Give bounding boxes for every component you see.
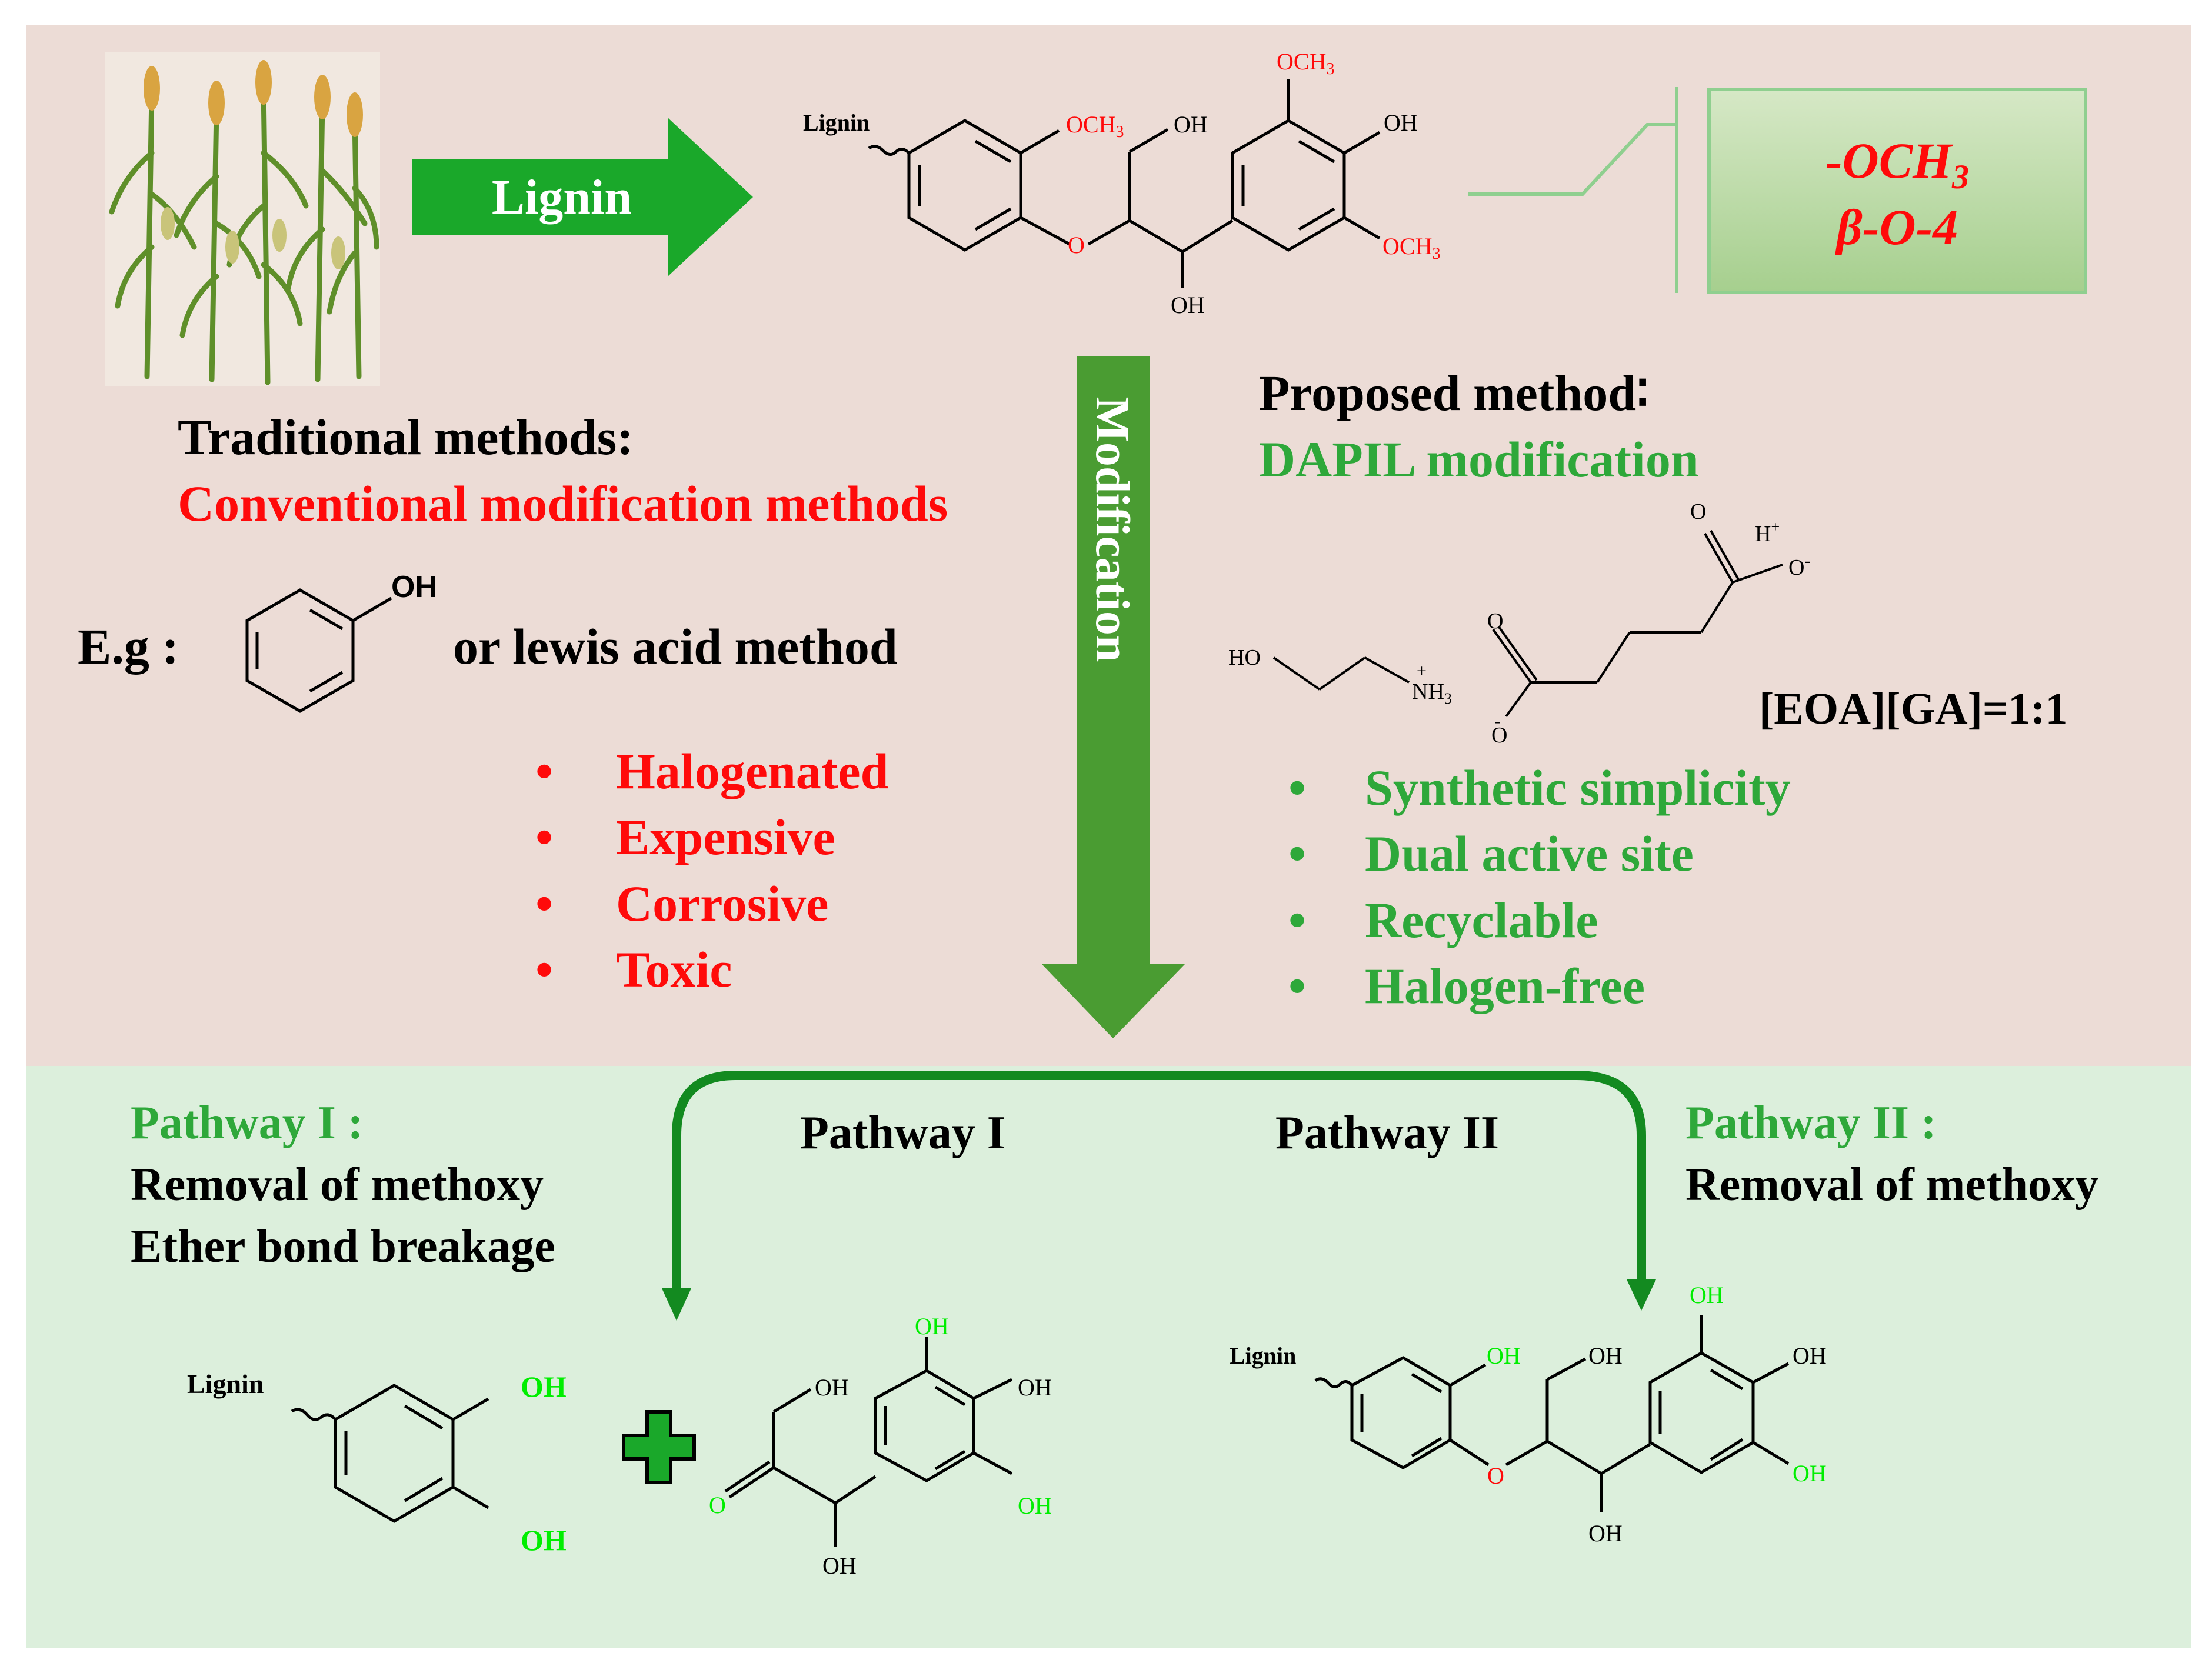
ether-oxygen-label: O [1068, 232, 1085, 258]
bottom-panel [26, 1066, 2191, 1648]
lignin-arrow-label: Lignin [492, 170, 632, 225]
il-h-plus: H+ [1755, 518, 1780, 546]
lignin-label: Lignin [803, 109, 870, 136]
bullet-dot: • [1288, 892, 1306, 948]
hydroxyl-label: OH [1174, 111, 1208, 138]
il-plus: + [1417, 661, 1427, 681]
product2-oh-ring-bottom: OH [1018, 1492, 1052, 1519]
bullet-dot: • [535, 809, 553, 865]
bullet-dot: • [1288, 958, 1306, 1014]
plus-icon [622, 1410, 696, 1484]
bullet-dot: • [535, 941, 553, 998]
bullet-dot: • [535, 743, 553, 799]
eg-label: E.g : [78, 618, 179, 675]
product3-lignin: Lignin [1230, 1342, 1296, 1369]
product3-oh-chain: OH [1588, 1342, 1623, 1369]
lignin-arrow [412, 118, 753, 276]
product2-oh-bottom: OH [822, 1552, 857, 1579]
product2-o-keto: O [709, 1492, 726, 1518]
pathway2-line: Removal of methoxy [1685, 1159, 2098, 1211]
ionic-liquid-structure [1272, 530, 1783, 718]
proposed-heading: Proposed method∶ [1259, 365, 1649, 421]
pathway-arrow-right [1135, 1071, 1646, 1282]
pathway-arrow-left [672, 1071, 1135, 1291]
product1-lignin: Lignin [187, 1369, 264, 1399]
ratio-label: [EOA][GA]=1:1 [1759, 684, 2068, 734]
product1-structure [291, 1384, 489, 1523]
bullet-dot: • [1288, 825, 1306, 882]
product3-oh-ring1: OH [1487, 1342, 1521, 1369]
il-o-carbonyl: O [1487, 609, 1503, 634]
pathway-arrow-left-head [662, 1288, 691, 1321]
product2-structure [724, 1337, 1013, 1547]
modification-label: Modification [1086, 397, 1140, 662]
bullet-synthetic-simplicity: Synthetic simplicity [1365, 759, 1791, 816]
callout-connector [1468, 123, 1677, 196]
il-o-minus: O [1491, 723, 1507, 748]
phenol-structure [245, 588, 392, 713]
modification-arrow [1041, 356, 1185, 1038]
callout-methoxy: -OCH3 [1825, 132, 1969, 196]
product2-oh-chain: OH [815, 1374, 849, 1401]
traditional-heading: Traditional methods: [178, 409, 634, 465]
pathway1-line: Ether bond breakage [131, 1221, 555, 1272]
product2-oh-ring-right: OH [1018, 1374, 1052, 1401]
bullet-dot: • [535, 875, 553, 932]
methoxy-label: OCH3 [1066, 111, 1124, 141]
corn-plants-icon [105, 52, 380, 386]
traditional-subheading: Conventional modification methods [178, 475, 948, 532]
pathway1-line: Removal of methoxy [131, 1159, 544, 1211]
il-ho: HO [1228, 645, 1261, 670]
il-o-minus: O- [1788, 551, 1810, 580]
bullet-toxic: Toxic [616, 941, 732, 998]
product3-structure [1314, 1315, 1790, 1512]
phenol-oh: OH [391, 570, 437, 604]
il-nh3: NH3 [1412, 679, 1452, 707]
il-minus: - [1494, 710, 1501, 731]
product1-oh-bottom: OH [521, 1524, 567, 1557]
hydroxyl-label: OH [1384, 109, 1418, 136]
pathway2-label: Pathway II [1275, 1107, 1499, 1159]
product3-ether-o: O [1487, 1462, 1504, 1489]
product1-oh-top: OH [521, 1370, 567, 1403]
bullet-recyclable: Recyclable [1365, 892, 1598, 948]
bullet-halogen-free: Halogen-free [1365, 958, 1645, 1014]
bullet-corrosive: Corrosive [616, 875, 828, 932]
pathway-arrow-right-head [1627, 1279, 1656, 1311]
bullet-dot: • [1288, 759, 1306, 816]
product3-oh-bottom: OH [1588, 1520, 1623, 1547]
methoxy-label: OCH3 [1277, 48, 1334, 78]
proposed-subheading: DAPIL modification [1259, 431, 1699, 488]
product3-oh-ring2-right: OH [1793, 1342, 1827, 1369]
pathway2-title: Pathway II : [1685, 1097, 1937, 1149]
lignin-model-structure [868, 79, 1381, 288]
hydroxyl-label: OH [1171, 292, 1205, 318]
pathway1-title: Pathway I : [131, 1097, 364, 1149]
bullet-dual-active-site: Dual active site [1365, 825, 1694, 882]
bullet-halogenated: Halogenated [616, 743, 888, 799]
methoxy-label: OCH3 [1382, 233, 1440, 263]
eg-tail: or lewis acid method [453, 618, 898, 675]
il-o-carbonyl: O [1690, 499, 1706, 524]
product2-oh-ring-top: OH [915, 1313, 949, 1339]
callout-b-o-4: β-O-4 [1835, 199, 1958, 255]
callout-box [1707, 88, 2087, 294]
product3-oh-ring2-bottom: OH [1793, 1460, 1827, 1487]
traditional-bullets: • Halogenated • Expensive • Corrosive • … [535, 743, 888, 998]
product3-oh-ring2-top: OH [1690, 1282, 1724, 1308]
pathway1-label: Pathway I [800, 1107, 1005, 1159]
bullet-expensive: Expensive [616, 809, 835, 865]
proposed-bullets: • Synthetic simplicity • Dual active sit… [1288, 759, 1791, 1014]
